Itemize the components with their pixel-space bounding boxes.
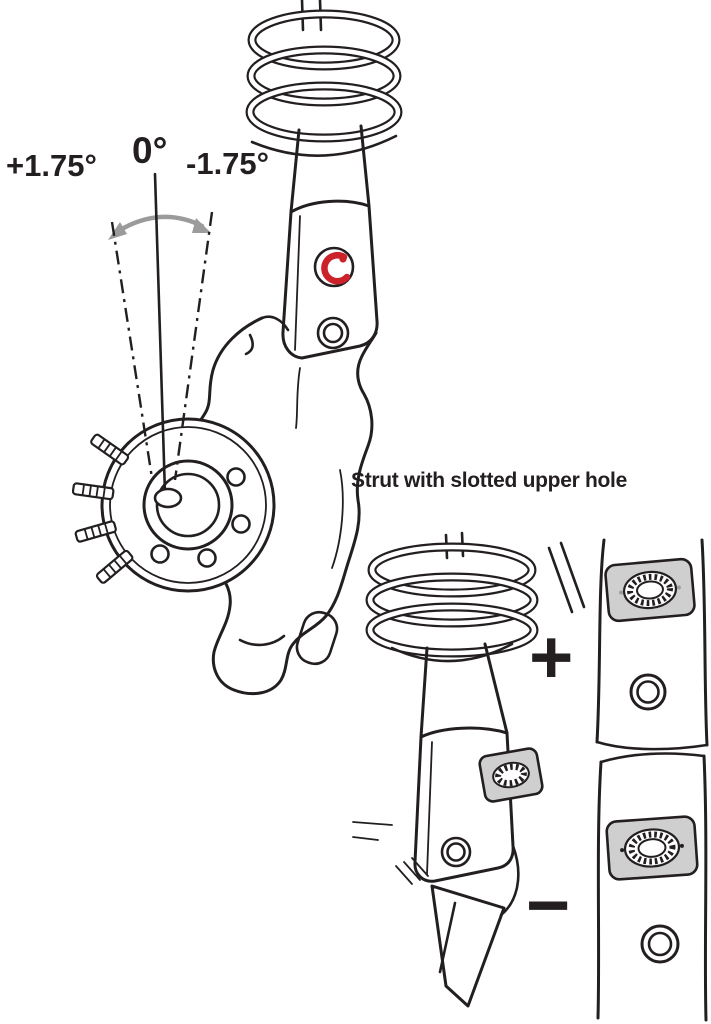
detail-bolt-hole [629, 673, 667, 711]
lug-hole [197, 548, 217, 568]
camber-line-zero [153, 172, 167, 496]
mini-coil-spring [365, 531, 539, 663]
camber-minus-label: -1.75° [186, 146, 270, 181]
camber-plus-label: +1.75° [6, 148, 97, 183]
lug-hole [150, 544, 170, 564]
lug-hole [226, 467, 246, 487]
slotted-upper-hole-plate [605, 815, 699, 881]
strut-bolt-hole [316, 316, 350, 350]
wheel-hub [100, 417, 276, 593]
camber-indicator [108, 172, 214, 509]
spc-logo-icon [321, 252, 351, 285]
mini-strut-body [413, 642, 544, 883]
slotted-upper-hole-plate [604, 557, 696, 623]
slotted-plate [478, 747, 544, 803]
detail-bolt-hole [640, 924, 680, 964]
negative-adjustment-symbol: − [526, 863, 571, 948]
positive-adjustment-symbol: + [529, 615, 574, 700]
strut-body [281, 124, 379, 360]
mini-strut-bolt-hole [440, 836, 472, 868]
camber-arrow-left-head [108, 222, 127, 240]
camber-pivot-mark [153, 487, 183, 509]
lug-hole [231, 514, 251, 534]
camber-arc-arrow [117, 214, 205, 233]
slotted-strut-illustration [352, 531, 544, 1008]
camber-zero-label: 0° [132, 130, 168, 171]
mini-knuckle [352, 821, 520, 1008]
camber-line-negative [173, 211, 214, 481]
caption-strut-slotted-upper-hole: Strut with slotted upper hole [351, 469, 627, 492]
camber-line-positive [110, 221, 154, 479]
camber-arrow-right-head [192, 218, 211, 233]
detail-view-positive [547, 538, 709, 751]
main-strut-illustration [71, 0, 403, 696]
coil-spring [245, 0, 403, 157]
detail-view-negative [596, 752, 708, 1022]
